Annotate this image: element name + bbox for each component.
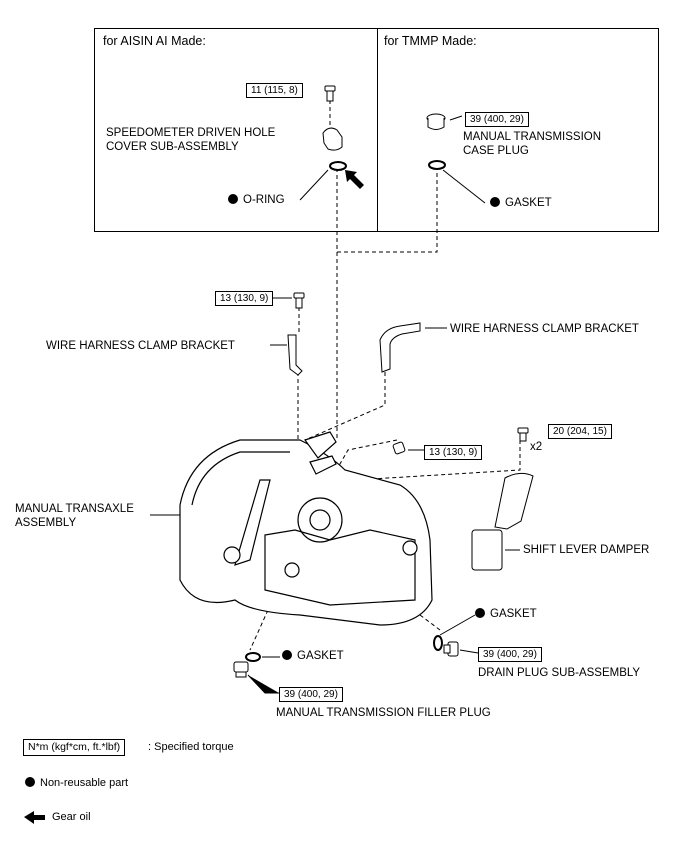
clamp-bolt-center-icon [392,441,406,455]
gasket-top-label: GASKET [490,196,552,210]
non-reusable-dot-icon [282,650,292,660]
damper-qty-label: x2 [530,441,543,453]
wire-clamp-left-icon [287,334,303,376]
clamp-bolt-left-icon [293,292,305,309]
transaxle-label: MANUAL TRANSAXLE ASSEMBLY [15,503,134,529]
shift-lever-damper-icon [494,472,534,530]
wire-clamp-right-icon [379,322,421,373]
wire-clamp-right-label: WIRE HARNESS CLAMP BRACKET [450,323,639,335]
gasket-top-icon [428,160,446,170]
torque-damper-bolt: 20 (204, 15) [548,424,612,439]
torque-filler-plug: 39 (400, 29) [279,687,343,702]
drain-plug-icon [443,641,459,657]
drain-plug-label: DRAIN PLUG SUB-ASSEMBLY [478,667,641,679]
legend-torque-unit: N*m (kgf*cm, ft.*lbf) [23,739,126,756]
filler-plug-icon [233,661,249,678]
gear-oil-arrow-icon [345,170,364,189]
torque-clamp-bolt-center: 13 (130, 9) [424,445,483,460]
o-ring-icon [329,161,347,171]
case-plug-label: MANUAL TRANSMISSION CASE PLUG [463,131,602,157]
speedo-bolt-icon [324,85,336,102]
case-plug-icon [426,113,446,130]
tmmp-panel-frame [377,28,659,232]
torque-case-plug: 39 (400, 29) [465,112,529,127]
o-ring-label: O-RING [228,193,285,207]
gasket-drain-label: GASKET [475,607,537,621]
shift-damper-label: SHIFT LEVER DAMPER [523,544,650,556]
wire-clamp-left-label: WIRE HARNESS CLAMP BRACKET [46,340,235,352]
non-reusable-dot-icon [25,777,35,787]
legend-gear-oil-arrow-icon [24,811,45,824]
speedo-cover-icon [322,127,343,151]
legend-gear-oil: Gear oil [52,811,91,823]
speedo-cover-label: SPEEDOMETER DRIVEN HOLE COVER SUB-ASSEMB… [106,127,276,153]
aisin-panel-title: for AISIN AI Made: [103,34,206,48]
legend-torque-desc: : Specified torque [148,741,234,753]
gasket-filler-icon [245,652,261,662]
non-reusable-dot-icon [475,608,485,618]
torque-speedo-bolt: 11 (115, 8) [246,83,303,98]
non-reusable-dot-icon [228,194,238,204]
damper-bolt-icon [517,427,529,442]
torque-drain-plug: 39 (400, 29) [478,647,542,662]
filler-plug-label: MANUAL TRANSMISSION FILLER PLUG [276,707,491,719]
gasket-filler-label: GASKET [282,649,344,663]
legend-non-reusable: Non-reusable part [25,776,128,790]
torque-clamp-bolt-left: 13 (130, 9) [215,291,274,306]
non-reusable-dot-icon [490,197,500,207]
transaxle-housing [179,431,433,626]
tmmp-panel-title: for TMMP Made: [384,34,477,48]
gasket-drain-icon [433,635,443,651]
